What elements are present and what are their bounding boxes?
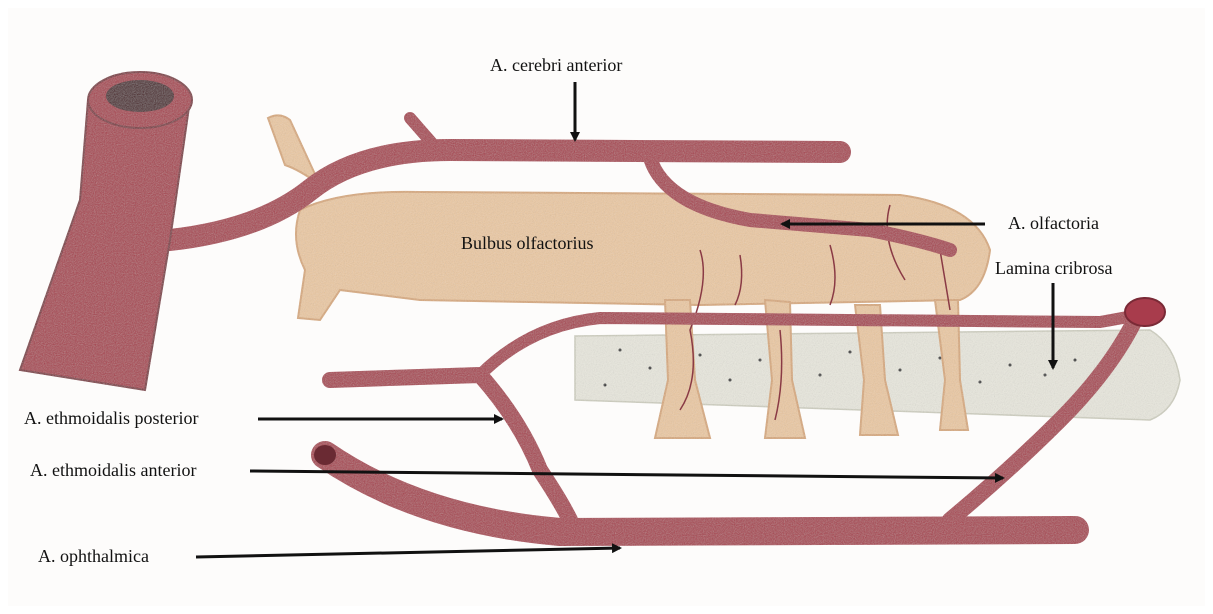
ophthalmica-end bbox=[314, 445, 336, 465]
label-cerebri-anterior: A. cerebri anterior bbox=[490, 55, 622, 76]
label-ethmoidalis-anterior: A. ethmoidalis anterior bbox=[30, 460, 196, 481]
label-lamina-cribrosa: Lamina cribrosa bbox=[995, 258, 1112, 279]
label-olfactoria: A. olfactoria bbox=[1008, 213, 1099, 234]
vessel-loop-end bbox=[1125, 298, 1165, 326]
label-bulbus-olfactorius: Bulbus olfactorius bbox=[461, 233, 594, 254]
label-ethmoidalis-posterior: A. ethmoidalis posterior bbox=[24, 408, 198, 429]
label-ophthalmica: A. ophthalmica bbox=[38, 546, 149, 567]
